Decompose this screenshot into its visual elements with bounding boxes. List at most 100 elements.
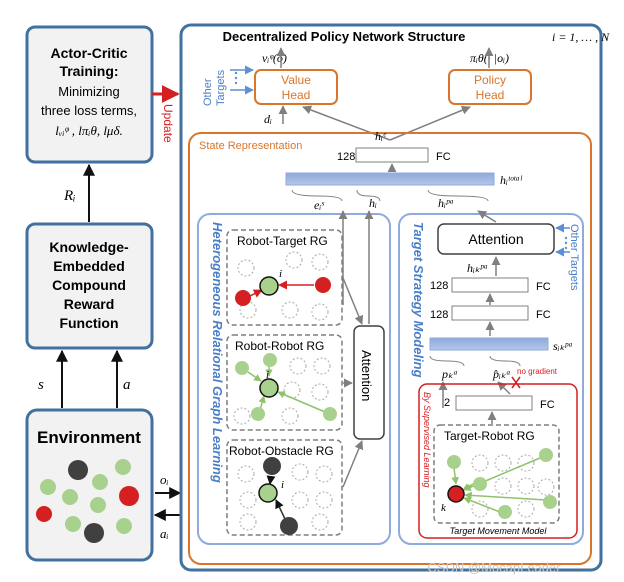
hrgl-panel bbox=[197, 213, 391, 545]
brace-p-hat bbox=[489, 355, 521, 367]
tsm-title: Target Strategy Modeling bbox=[411, 222, 426, 378]
h-total-label: hᵢᵗᵒᵗᵃˡ bbox=[500, 173, 523, 187]
env-robot-node bbox=[116, 518, 132, 534]
robot-robot-rg: Robot-Robot RG i bbox=[226, 334, 343, 431]
target-movement-model-label: Target Movement Model bbox=[450, 526, 548, 536]
tsm-attention-label: Attention bbox=[468, 231, 523, 247]
env-robot-node bbox=[62, 489, 78, 505]
o-label: oᵢ bbox=[160, 472, 169, 487]
policy-head-label-1: Policy bbox=[474, 73, 506, 87]
fc-label: FC bbox=[536, 309, 551, 321]
d-label: dᵢ bbox=[264, 112, 272, 126]
knowledge-line-3: Compound bbox=[52, 277, 126, 293]
actor-critic-body-1: Minimizing bbox=[58, 84, 119, 99]
robot-node bbox=[447, 455, 461, 469]
target-robot-rg-title: Target-Robot RG bbox=[444, 429, 535, 443]
a-i-label: aᵢ bbox=[160, 526, 169, 541]
brace-h-pa bbox=[427, 189, 489, 202]
reward-label: Rᵢ bbox=[63, 188, 76, 204]
dots-icon bbox=[564, 236, 568, 250]
brace-h-i bbox=[356, 189, 381, 202]
hrgl-attention-label: Attention bbox=[359, 350, 374, 401]
fc-size-128: 128 bbox=[430, 280, 448, 292]
env-robot-node bbox=[92, 474, 108, 490]
to-value-arrow bbox=[302, 105, 391, 141]
knowledge-line-2: Embedded bbox=[53, 258, 125, 274]
state-representation-title: State Representation bbox=[199, 140, 302, 152]
e-s-label: eᵢˢ bbox=[314, 198, 324, 212]
fc-layer-e bbox=[355, 147, 429, 163]
robot-node bbox=[543, 495, 557, 509]
node-i-label: i bbox=[266, 369, 269, 381]
node-k-label: k bbox=[441, 502, 447, 514]
target-k-node bbox=[447, 485, 465, 503]
h-i-label: hᵢ bbox=[369, 196, 377, 210]
brace-e-s bbox=[291, 189, 343, 202]
env-robot-node bbox=[40, 479, 56, 495]
knowledge-line-4: Reward bbox=[64, 296, 115, 312]
env-target-node bbox=[119, 486, 139, 506]
actor-critic-body-2: three loss terms, bbox=[41, 103, 137, 118]
knowledge-line-5: Function bbox=[59, 315, 118, 331]
a-label: a bbox=[123, 377, 131, 393]
fc-label: FC bbox=[536, 281, 551, 293]
env-target-node bbox=[36, 506, 52, 522]
robot-node bbox=[539, 448, 553, 462]
s-ik-pa-bar bbox=[429, 337, 549, 351]
supervised-label: By Supervised Learning bbox=[422, 392, 432, 488]
to-policy-arrow bbox=[389, 105, 471, 141]
dots-icon bbox=[234, 71, 238, 85]
robot-node bbox=[235, 361, 249, 375]
other-targets-top-2: Targets bbox=[215, 69, 227, 106]
value-expression: vᵢᵠ(o) bbox=[262, 51, 287, 65]
robot-i-node bbox=[258, 483, 278, 503]
other-targets-top-1: Other bbox=[202, 78, 214, 106]
robot-node bbox=[473, 477, 487, 491]
knowledge-box: Knowledge- Embedded Compound Reward Func… bbox=[25, 222, 154, 350]
fc-size-128: 128 bbox=[337, 151, 355, 163]
robot-target-rg: Robot-Target RG i bbox=[226, 229, 343, 326]
fc-layer-3 bbox=[455, 395, 533, 411]
robot-i-node bbox=[259, 378, 279, 398]
robot-node bbox=[263, 353, 277, 367]
update-label: Update bbox=[161, 104, 175, 143]
knowledge-line-1: Knowledge- bbox=[49, 239, 129, 255]
h-ik-pa-label: hᵢₖᵖᵃ bbox=[467, 261, 488, 275]
no-gradient-icon bbox=[511, 376, 521, 389]
node-i-label: i bbox=[279, 268, 282, 280]
rg1-title: Robot-Target RG bbox=[237, 234, 328, 248]
rg2-title: Robot-Robot RG bbox=[235, 339, 324, 353]
robot-node bbox=[251, 407, 265, 421]
hrgl-title: Heterogeneous Relational Graph Learning bbox=[210, 222, 225, 483]
fc-layer-2 bbox=[451, 305, 529, 321]
fc-label: FC bbox=[540, 399, 555, 411]
actor-critic-title-2: Training: bbox=[59, 63, 118, 79]
h-pa-label: hᵢᵖᵃ bbox=[438, 196, 454, 210]
robot-i-node bbox=[259, 276, 279, 296]
p-k-label: pₖᵃ bbox=[441, 367, 458, 381]
environment-title: Environment bbox=[37, 428, 141, 447]
value-head-label-2: Head bbox=[282, 88, 311, 102]
rg1-to-attention-arrow bbox=[342, 277, 364, 325]
rg3-to-attention-arrow bbox=[342, 440, 364, 488]
fc-size-2: 2 bbox=[444, 397, 450, 409]
obstacle-node bbox=[263, 457, 281, 475]
value-head-label-1: Value bbox=[281, 73, 311, 87]
brace-p-k bbox=[429, 355, 465, 367]
target-robot-rg: Target-Robot RG k bbox=[433, 424, 560, 524]
target-movement-model-box bbox=[418, 383, 578, 539]
robot-node bbox=[498, 505, 512, 519]
env-robot-node bbox=[65, 516, 81, 532]
env-obstacle-node bbox=[68, 460, 88, 480]
value-head: Value Head bbox=[254, 69, 338, 105]
target-node bbox=[315, 277, 331, 293]
watermark: CSDN @MocapLeader bbox=[427, 560, 561, 575]
no-gradient-label: no gradient bbox=[517, 367, 558, 376]
robot-obstacle-rg: Robot-Obstacle RG i bbox=[226, 439, 343, 536]
node-i-label: i bbox=[281, 479, 284, 491]
network-title: Decentralized Policy Network Structure bbox=[223, 29, 466, 44]
loss-terms: lᵥᵢᵠ , lπᵢθ, lμδ. bbox=[55, 123, 123, 138]
target-node bbox=[235, 290, 251, 306]
h-total-bar bbox=[285, 172, 495, 186]
policy-head: Policy Head bbox=[448, 69, 532, 105]
